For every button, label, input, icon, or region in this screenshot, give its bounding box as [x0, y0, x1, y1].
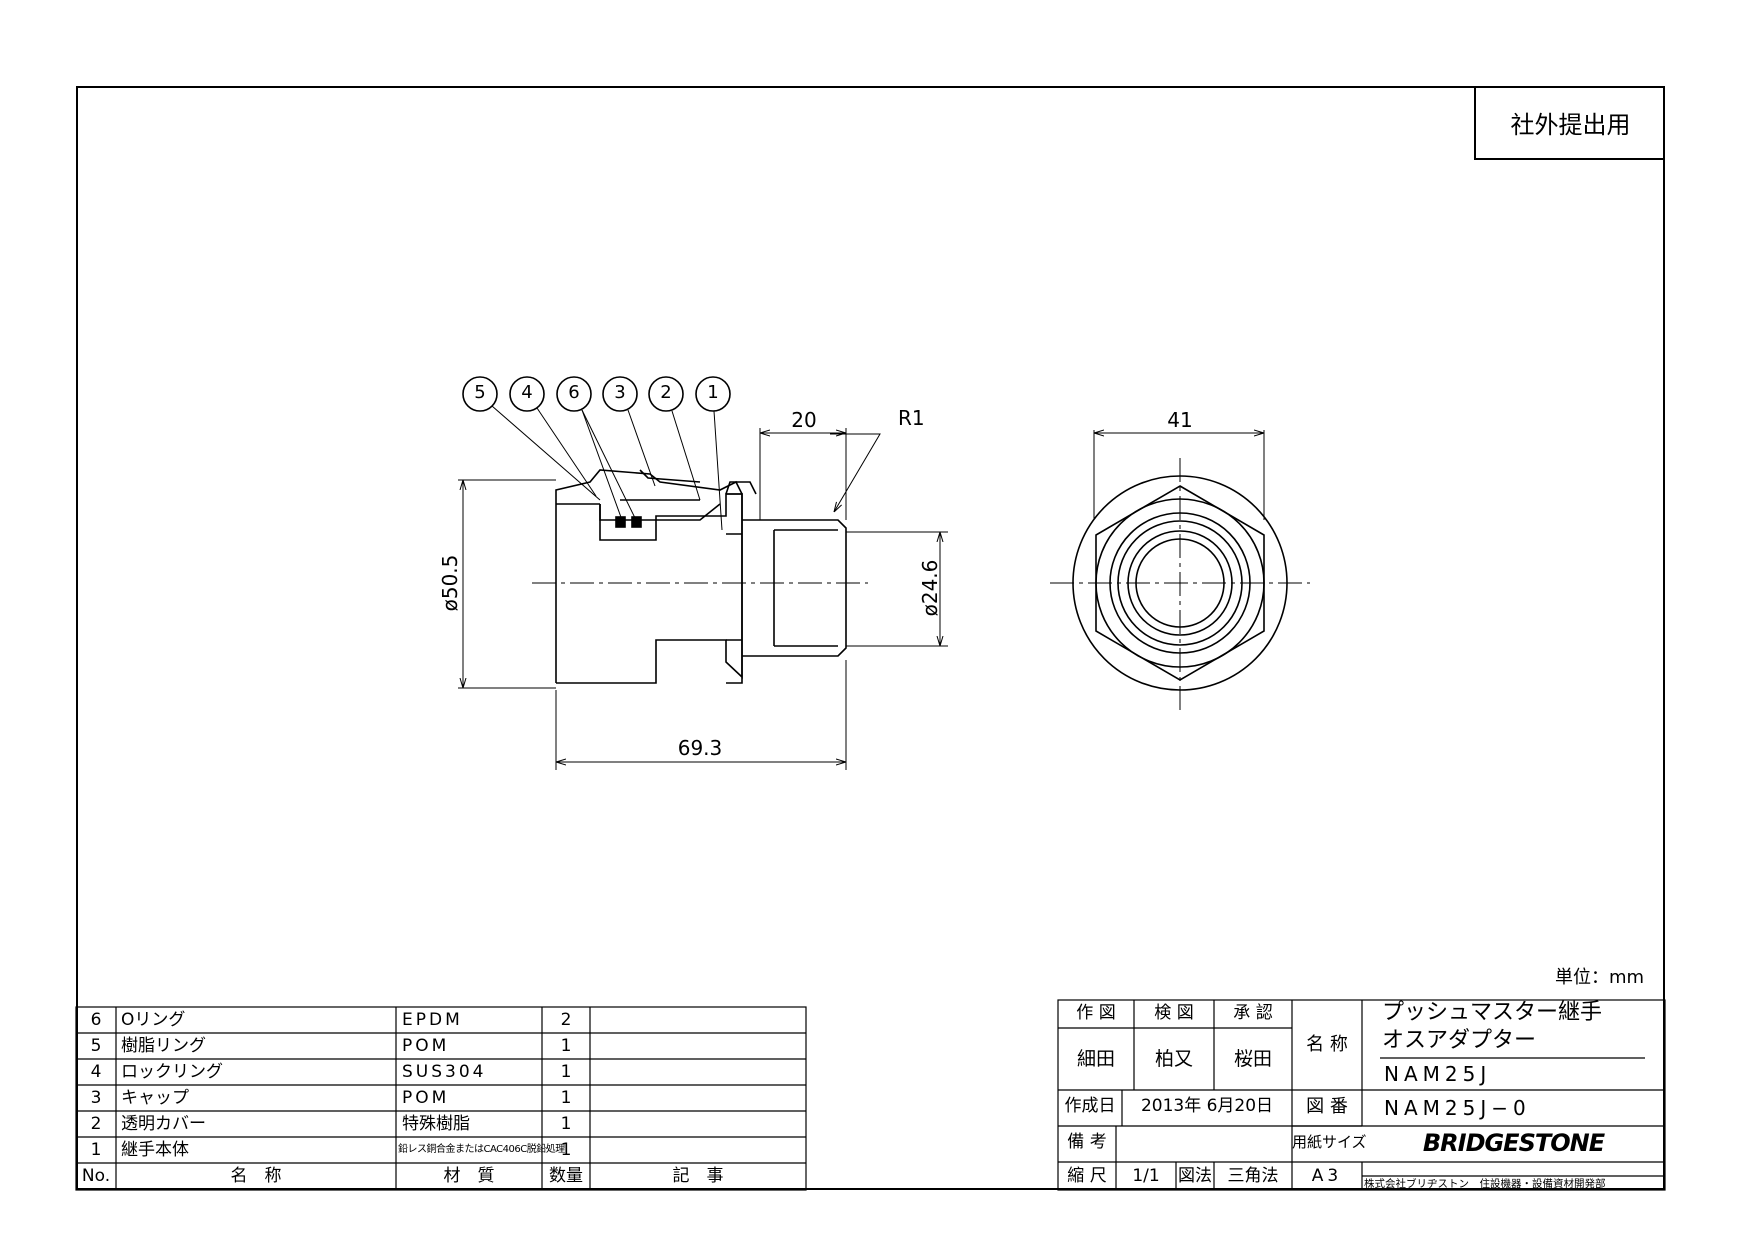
name-label: 名 称	[1306, 1034, 1348, 1055]
balloon-3: 3	[614, 382, 626, 403]
row-qty: 2	[560, 1010, 572, 1030]
unit-label: 単位：mm	[1555, 967, 1645, 988]
header-no: No.	[81, 1166, 111, 1186]
row-material: POM	[402, 1036, 450, 1056]
remarks-label: 備 考	[1067, 1132, 1107, 1152]
paper-size-label: 用紙サイズ	[1292, 1133, 1367, 1151]
dim-thread-spec: R1	[898, 406, 925, 430]
drawn-label: 作 図	[1076, 1003, 1116, 1023]
balloon-5: 5	[474, 382, 486, 403]
row-material: POM	[402, 1088, 450, 1108]
paper-size-value: A3	[1311, 1166, 1343, 1186]
row-name: ロックリング	[121, 1062, 223, 1082]
scale-value: 1/1	[1132, 1166, 1160, 1186]
drawing-frame	[76, 86, 1665, 1190]
side-view	[555, 469, 847, 684]
date-label: 作成日	[1064, 1096, 1116, 1116]
checked-label: 検 図	[1154, 1003, 1194, 1023]
header-note: 記 事	[672, 1166, 724, 1186]
row-qty: 1	[560, 1114, 572, 1134]
row-material: SUS304	[402, 1062, 487, 1082]
dim-thread-diameter: ø24.6	[918, 559, 942, 617]
row-no: 3	[90, 1088, 102, 1108]
row-name: キャップ	[121, 1088, 189, 1108]
scale-label: 縮 尺	[1067, 1166, 1107, 1186]
dim-thread-length: 20	[791, 408, 817, 432]
approved-by: 桜田	[1233, 1048, 1272, 1070]
header-qty: 数量	[549, 1166, 583, 1186]
row-material: 特殊樹脂	[402, 1114, 470, 1134]
brand-logo: BRIDGESTONE	[1422, 1129, 1605, 1157]
product-code: NAM25J	[1384, 1062, 1492, 1086]
title-block	[1057, 999, 1666, 1191]
balloon-2: 2	[660, 382, 672, 403]
balloon-1: 1	[707, 382, 719, 403]
balloon-6: 6	[568, 382, 580, 403]
product-name-line1: プッシュマスター継手	[1382, 1000, 1603, 1025]
row-no: 4	[90, 1062, 102, 1082]
projection-label: 図法	[1178, 1166, 1212, 1186]
row-qty: 1	[560, 1036, 572, 1056]
drawn-by: 細田	[1076, 1048, 1115, 1070]
row-qty: 1	[560, 1140, 572, 1160]
company-name: 株式会社ブリヂストン 住設機器・設備資材開発部	[1364, 1178, 1606, 1190]
row-no: 5	[90, 1036, 102, 1056]
balloon-4: 4	[521, 382, 533, 403]
dim-total-length: 69.3	[677, 736, 723, 760]
dim-hex-width: 41	[1167, 408, 1193, 432]
row-material: EPDM	[402, 1010, 463, 1030]
drawing-number: NAM25J−0	[1384, 1096, 1531, 1120]
header-name: 名 称	[230, 1166, 282, 1186]
row-no: 6	[90, 1010, 102, 1030]
creation-date: 2013年 6月20日	[1140, 1096, 1274, 1116]
part-balloons	[462, 376, 731, 531]
header-material: 材 質	[443, 1166, 495, 1186]
row-name: 継手本体	[121, 1140, 189, 1160]
drawing-no-label: 図 番	[1306, 1096, 1348, 1117]
dim-outer-diameter: ø50.5	[438, 554, 462, 612]
row-name: 透明カバー	[121, 1114, 206, 1134]
row-no: 2	[90, 1114, 102, 1134]
external-submission-stamp: 社外提出用	[1474, 86, 1665, 160]
row-material: 鉛レス銅合金またはCAC406C脱鉛処理	[398, 1144, 565, 1155]
row-qty: 1	[560, 1088, 572, 1108]
row-name: Oリング	[121, 1010, 186, 1030]
front-view	[1050, 430, 1310, 712]
approved-label: 承 認	[1233, 1003, 1273, 1023]
product-name-line2: オスアダプター	[1382, 1028, 1537, 1053]
checked-by: 柏又	[1154, 1048, 1193, 1070]
row-name: 樹脂リング	[121, 1036, 206, 1056]
row-no: 1	[90, 1140, 102, 1160]
parts-list-table	[75, 1006, 807, 1191]
projection-value: 三角法	[1227, 1166, 1279, 1186]
row-qty: 1	[560, 1062, 572, 1082]
